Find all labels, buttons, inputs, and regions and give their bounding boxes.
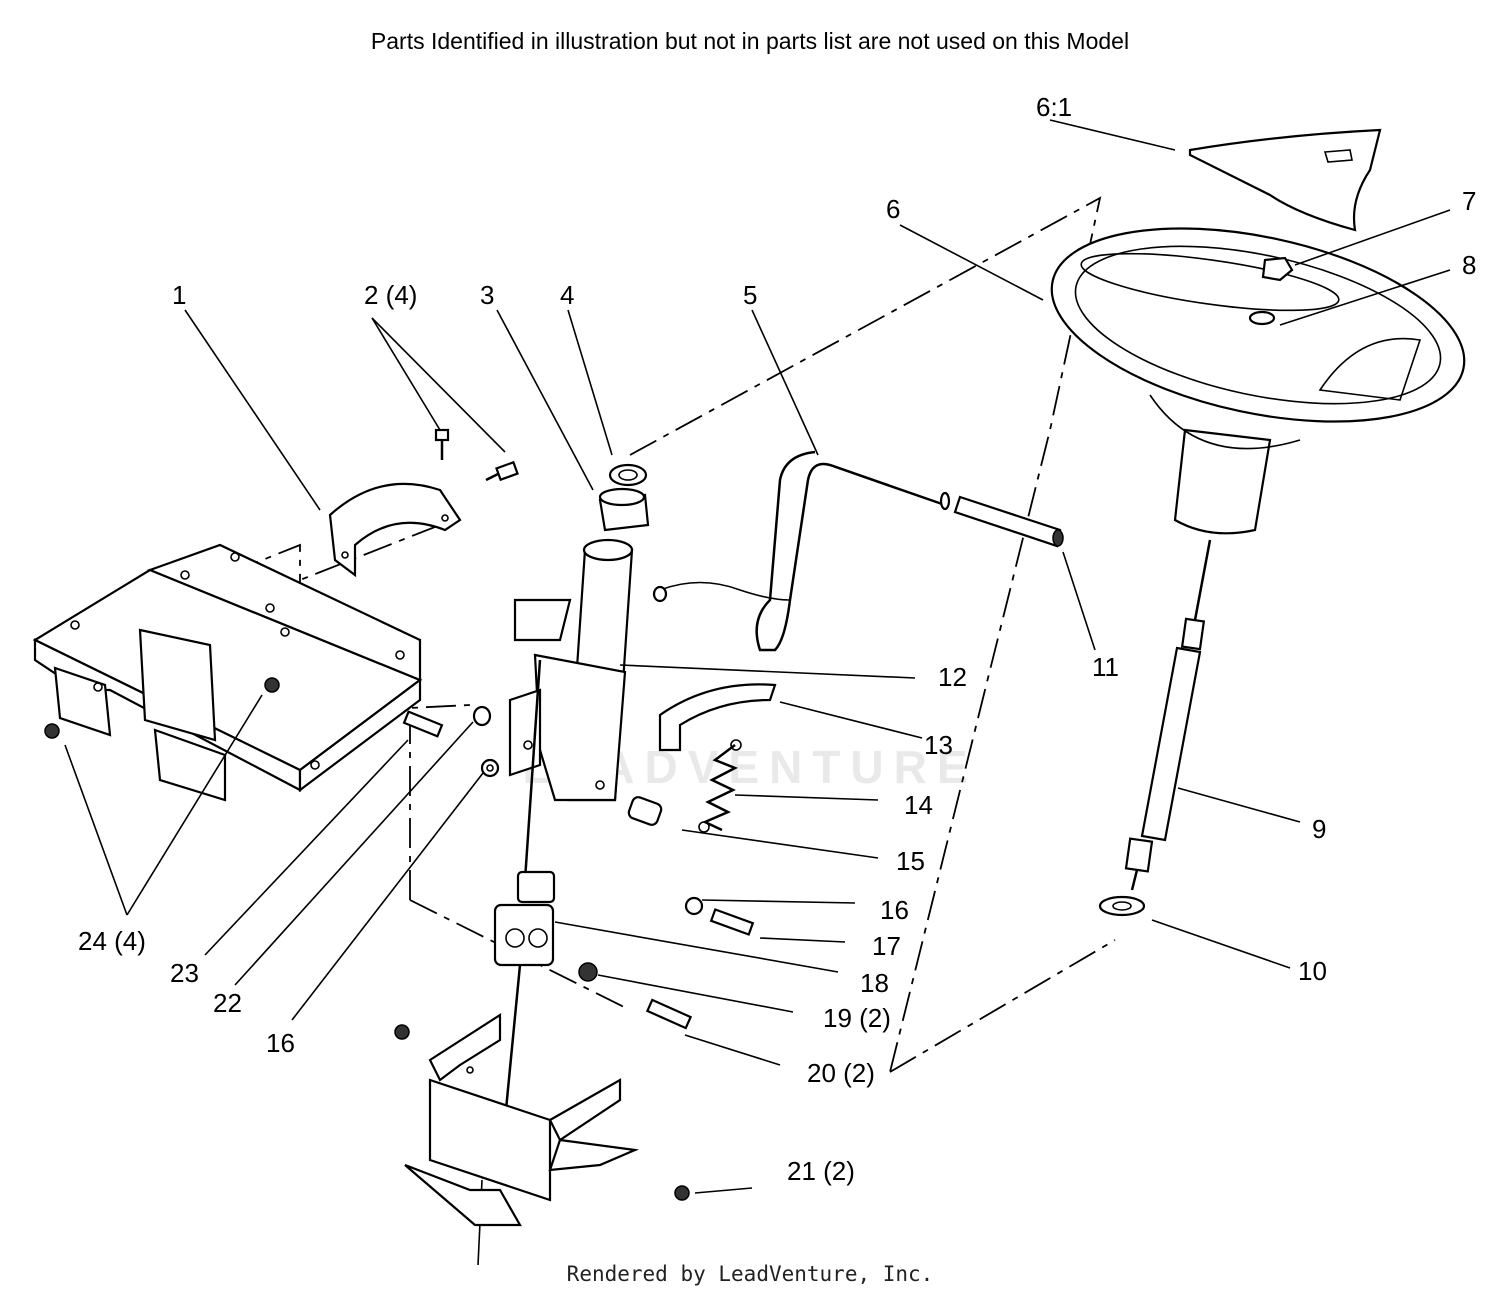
spring-14 — [698, 739, 742, 833]
tube-11 — [953, 495, 1064, 548]
callout-16-right: 16 — [880, 895, 909, 925]
steering-rod-5 — [652, 450, 951, 652]
mounting-bracket-part-1 — [32, 543, 423, 802]
callout-22: 22 — [213, 988, 242, 1018]
callout-23: 23 — [170, 958, 199, 988]
leader-lines — [64, 119, 1451, 1194]
footer-credit: Rendered by LeadVenture, Inc. — [566, 1262, 934, 1286]
bolt-2 — [434, 428, 519, 482]
callout-24: 24 (4) — [78, 926, 146, 956]
callout-18: 18 — [860, 968, 889, 998]
callout-6: 6 — [886, 194, 901, 224]
clamp-bracket — [328, 482, 462, 578]
callout-17: 17 — [872, 931, 901, 961]
callout-9: 9 — [1312, 814, 1327, 844]
callout-2: 2 (4) — [364, 280, 418, 310]
callout-13: 13 — [924, 730, 953, 760]
callout-10: 10 — [1298, 956, 1327, 986]
nut-24 — [44, 677, 280, 739]
sector-13 — [658, 683, 777, 752]
callout-12: 12 — [938, 662, 967, 692]
callout-1: 1 — [172, 280, 187, 310]
callout-11: 11 — [1092, 652, 1119, 682]
callout-5: 5 — [743, 280, 758, 310]
parts-notice: Parts Identified in illustration but not… — [370, 28, 1130, 54]
steering-wheel-6 — [1050, 227, 1466, 535]
lower-bracket — [394, 1012, 690, 1227]
hardware-items — [402, 705, 755, 1030]
callout-16-left: 16 — [266, 1028, 295, 1058]
callout-21: 21 (2) — [787, 1156, 855, 1186]
steering-column-parts — [477, 463, 650, 1266]
callout-3: 3 — [480, 280, 495, 310]
callout-19: 19 (2) — [823, 1003, 891, 1033]
callout-6-1: 6:1 — [1036, 92, 1073, 122]
callout-4: 4 — [560, 280, 575, 310]
callout-7: 7 — [1462, 186, 1477, 216]
washer-8 — [1248, 310, 1276, 326]
steering-shaft-9 — [1098, 539, 1212, 917]
callout-8: 8 — [1462, 250, 1477, 280]
nut-7 — [1261, 256, 1294, 282]
callout-14: 14 — [904, 790, 933, 820]
callout-15: 15 — [896, 846, 925, 876]
wheel-cap-6-1 — [1188, 128, 1382, 232]
callout-20: 20 (2) — [807, 1058, 875, 1088]
